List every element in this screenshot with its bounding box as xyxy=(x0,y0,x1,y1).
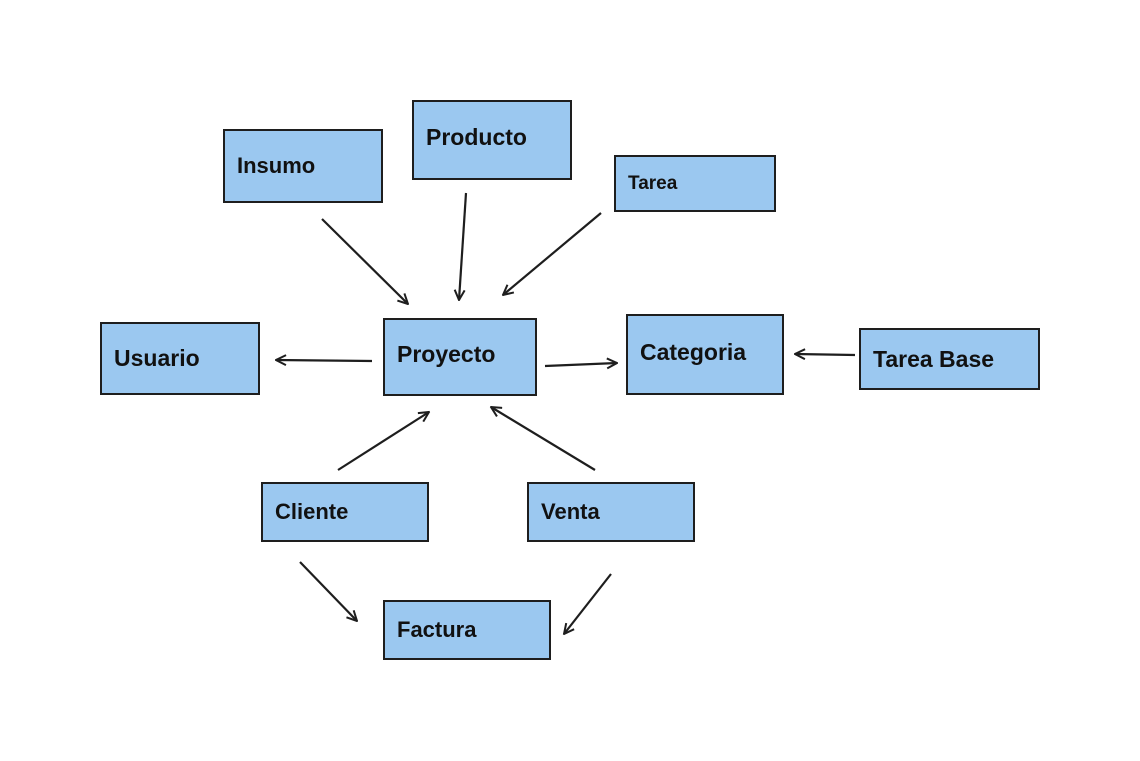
node-proyecto-label: Proyecto xyxy=(397,340,496,367)
arrow-tarea-to-proyecto xyxy=(503,212,602,295)
node-producto-label: Producto xyxy=(426,123,527,150)
arrow-tareabase-to-categoria xyxy=(795,354,856,355)
node-tarea-label: Tarea xyxy=(628,172,678,194)
arrow-venta-to-proyecto xyxy=(491,407,596,471)
node-factura: Factura xyxy=(383,600,551,660)
node-proyecto: Proyecto xyxy=(383,318,537,396)
arrow-proyecto-to-usuario xyxy=(276,360,373,361)
node-producto: Producto xyxy=(412,100,572,180)
node-tarea: Tarea xyxy=(614,155,776,212)
arrow-insumo-to-proyecto xyxy=(321,218,408,304)
node-insumo-label: Insumo xyxy=(237,153,316,178)
node-factura-label: Factura xyxy=(397,617,477,642)
node-venta-label: Venta xyxy=(541,499,600,524)
node-categoria: Categoria xyxy=(626,314,784,395)
node-usuario: Usuario xyxy=(100,322,260,395)
arrow-proyecto-to-categoria xyxy=(544,363,617,366)
node-tarea-base: Tarea Base xyxy=(859,328,1040,390)
arrow-cliente-to-factura xyxy=(299,561,357,621)
arrow-producto-to-proyecto xyxy=(459,192,468,300)
node-cliente-label: Cliente xyxy=(275,499,349,524)
arrow-venta-to-factura xyxy=(564,573,612,634)
node-venta: Venta xyxy=(527,482,695,542)
arrow-cliente-to-proyecto xyxy=(337,412,429,471)
node-cliente: Cliente xyxy=(261,482,429,542)
node-tarea-base-label: Tarea Base xyxy=(873,345,995,372)
node-insumo: Insumo xyxy=(223,129,383,203)
node-categoria-label: Categoria xyxy=(640,339,747,365)
node-usuario-label: Usuario xyxy=(114,345,200,371)
